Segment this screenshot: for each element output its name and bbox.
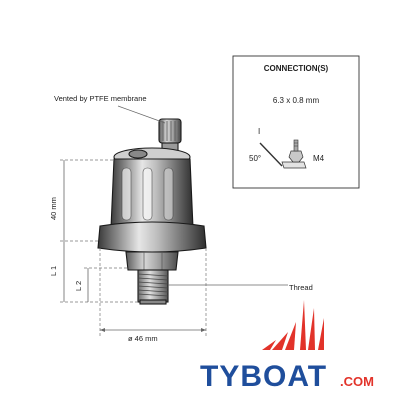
connections-box: CONNECTION(S) 6.3 x 0.8 mm I 50° M4	[232, 55, 360, 189]
blade-label: I	[258, 127, 260, 136]
dim-l2-label: L 2	[74, 281, 83, 291]
terminal-illustration	[259, 139, 307, 169]
terminal-size: 6.3 x 0.8 mm	[273, 96, 320, 105]
vent-screw	[158, 118, 182, 154]
pressure-sensor-drawing	[97, 118, 207, 305]
body-ribs	[121, 167, 174, 221]
brand-suffix: .COM	[340, 374, 374, 389]
thread-label: Thread	[289, 283, 313, 292]
brand-name: TYBOAT	[200, 360, 327, 393]
threaded-stem	[137, 269, 169, 305]
hex-nut	[125, 251, 179, 271]
sail-stripes-icon	[262, 300, 324, 350]
diameter-label: ø 46 mm	[128, 334, 158, 343]
connections-title: CONNECTION(S)	[264, 64, 329, 73]
terminal-post	[128, 149, 148, 159]
tyboat-logo: TYBOAT .COM	[200, 300, 374, 393]
stud-label: M4	[313, 154, 325, 163]
vent-label: Vented by PTFE membrane	[54, 94, 147, 103]
dimension-lines	[60, 105, 288, 336]
dim-l1-label: L 1	[49, 266, 58, 276]
dim-40-label: 40 mm	[49, 197, 58, 220]
mounting-flange	[97, 221, 207, 253]
angle-label: 50°	[249, 154, 261, 163]
